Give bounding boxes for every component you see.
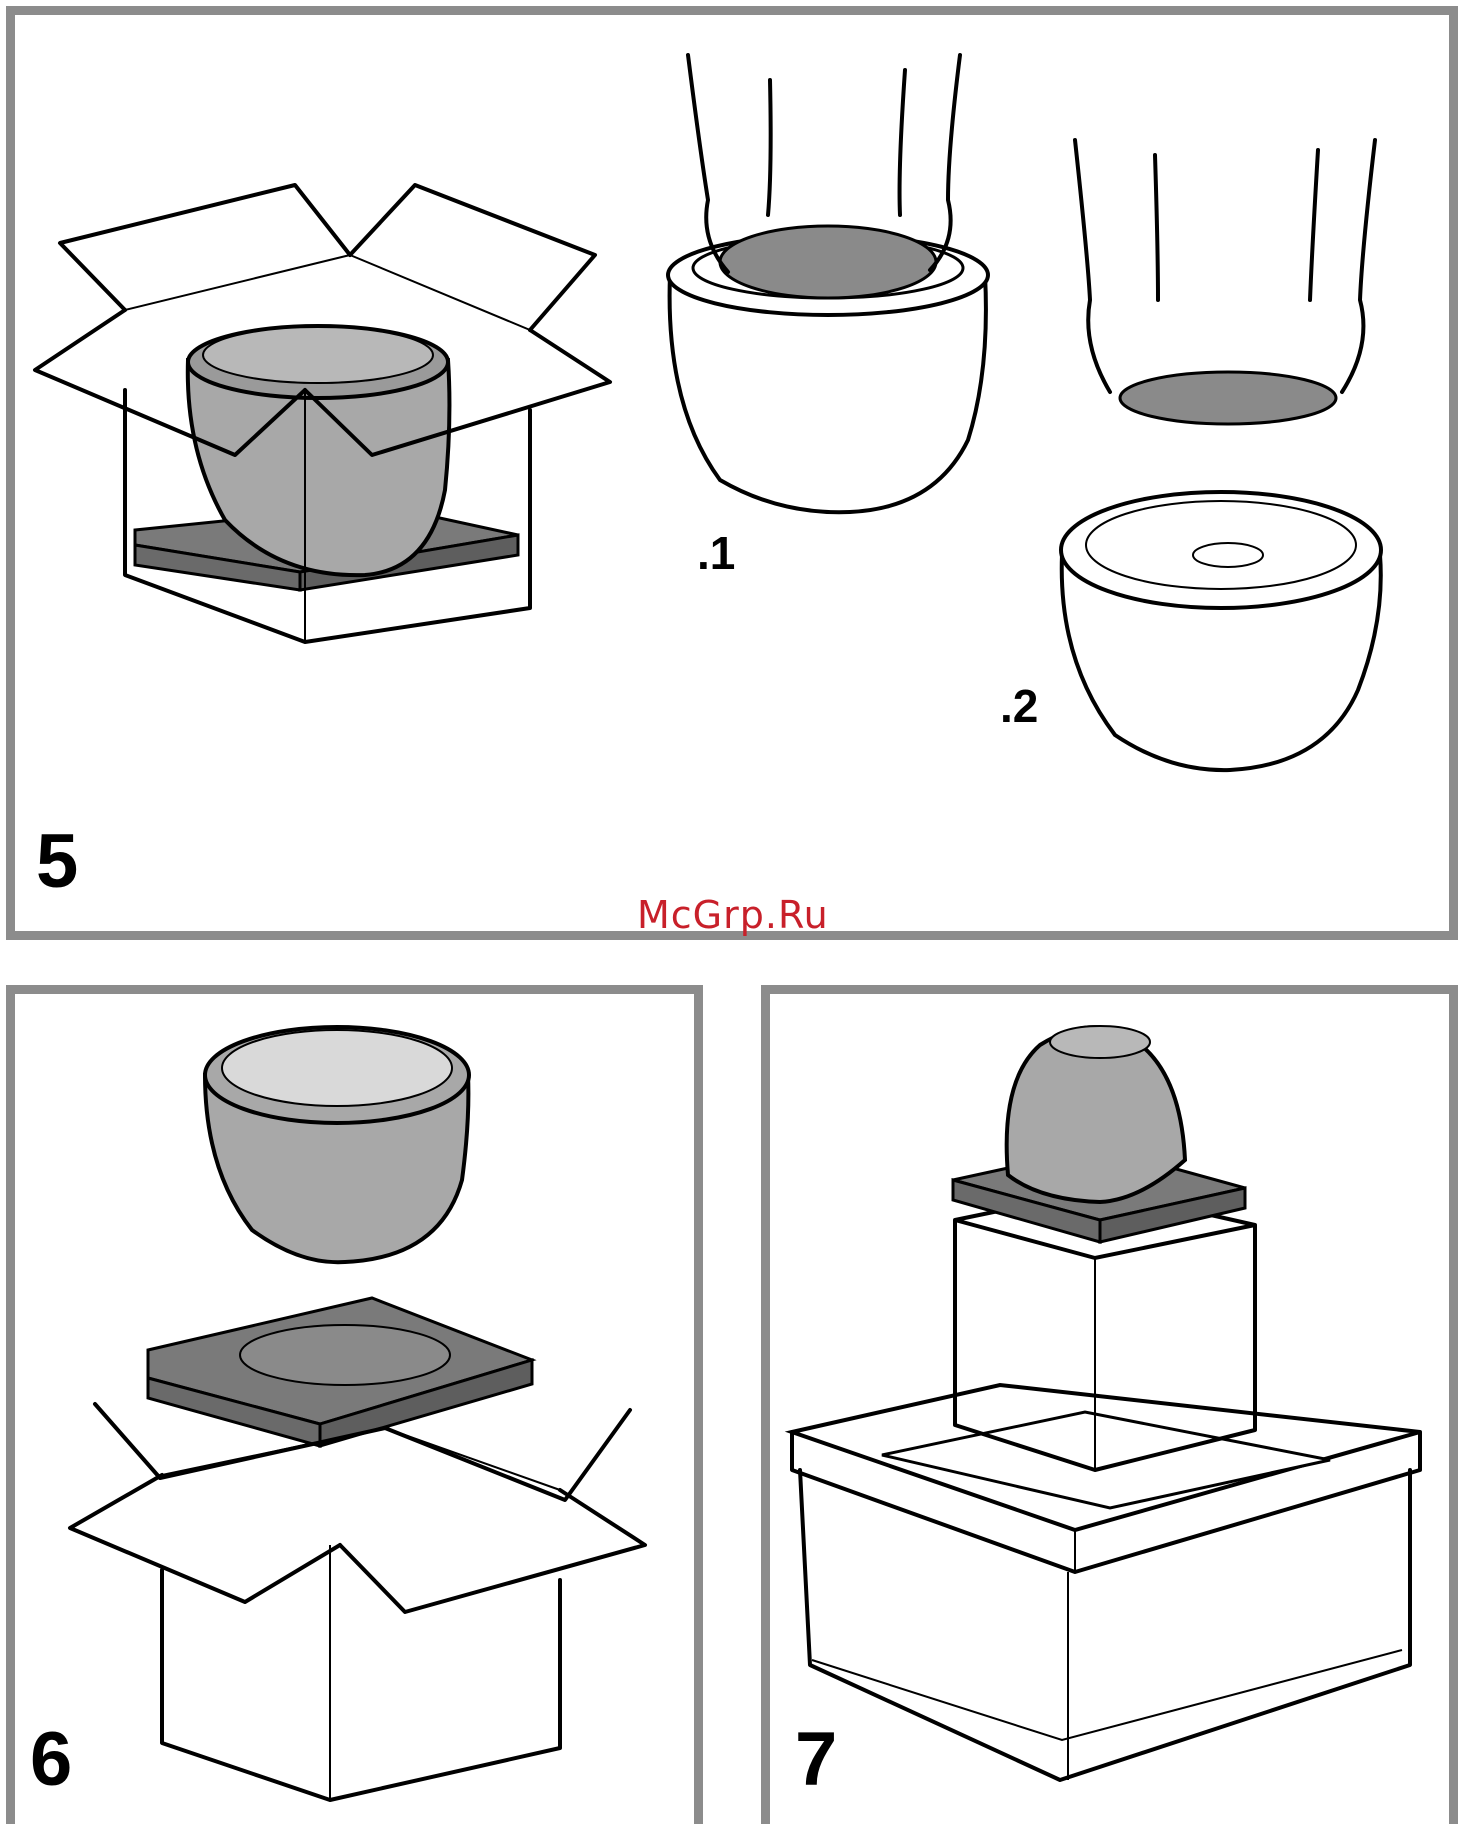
- step-label-5: 5: [36, 824, 78, 900]
- step-label-6: 6: [30, 1722, 72, 1798]
- panel5-sub2-hands-lid-above: [1061, 140, 1381, 770]
- panel5-box-with-pot: [35, 185, 610, 642]
- step-label-7: 7: [795, 1722, 837, 1798]
- substep-label-1: .1: [697, 530, 735, 576]
- panel7-stacked-boxes: [792, 1026, 1420, 1780]
- panel6-pot-pad-box: [70, 1027, 645, 1800]
- substep-label-2: .2: [1000, 683, 1038, 729]
- watermark: McGrp.Ru: [637, 893, 829, 937]
- panel5-sub1-hands-lid: [668, 55, 988, 512]
